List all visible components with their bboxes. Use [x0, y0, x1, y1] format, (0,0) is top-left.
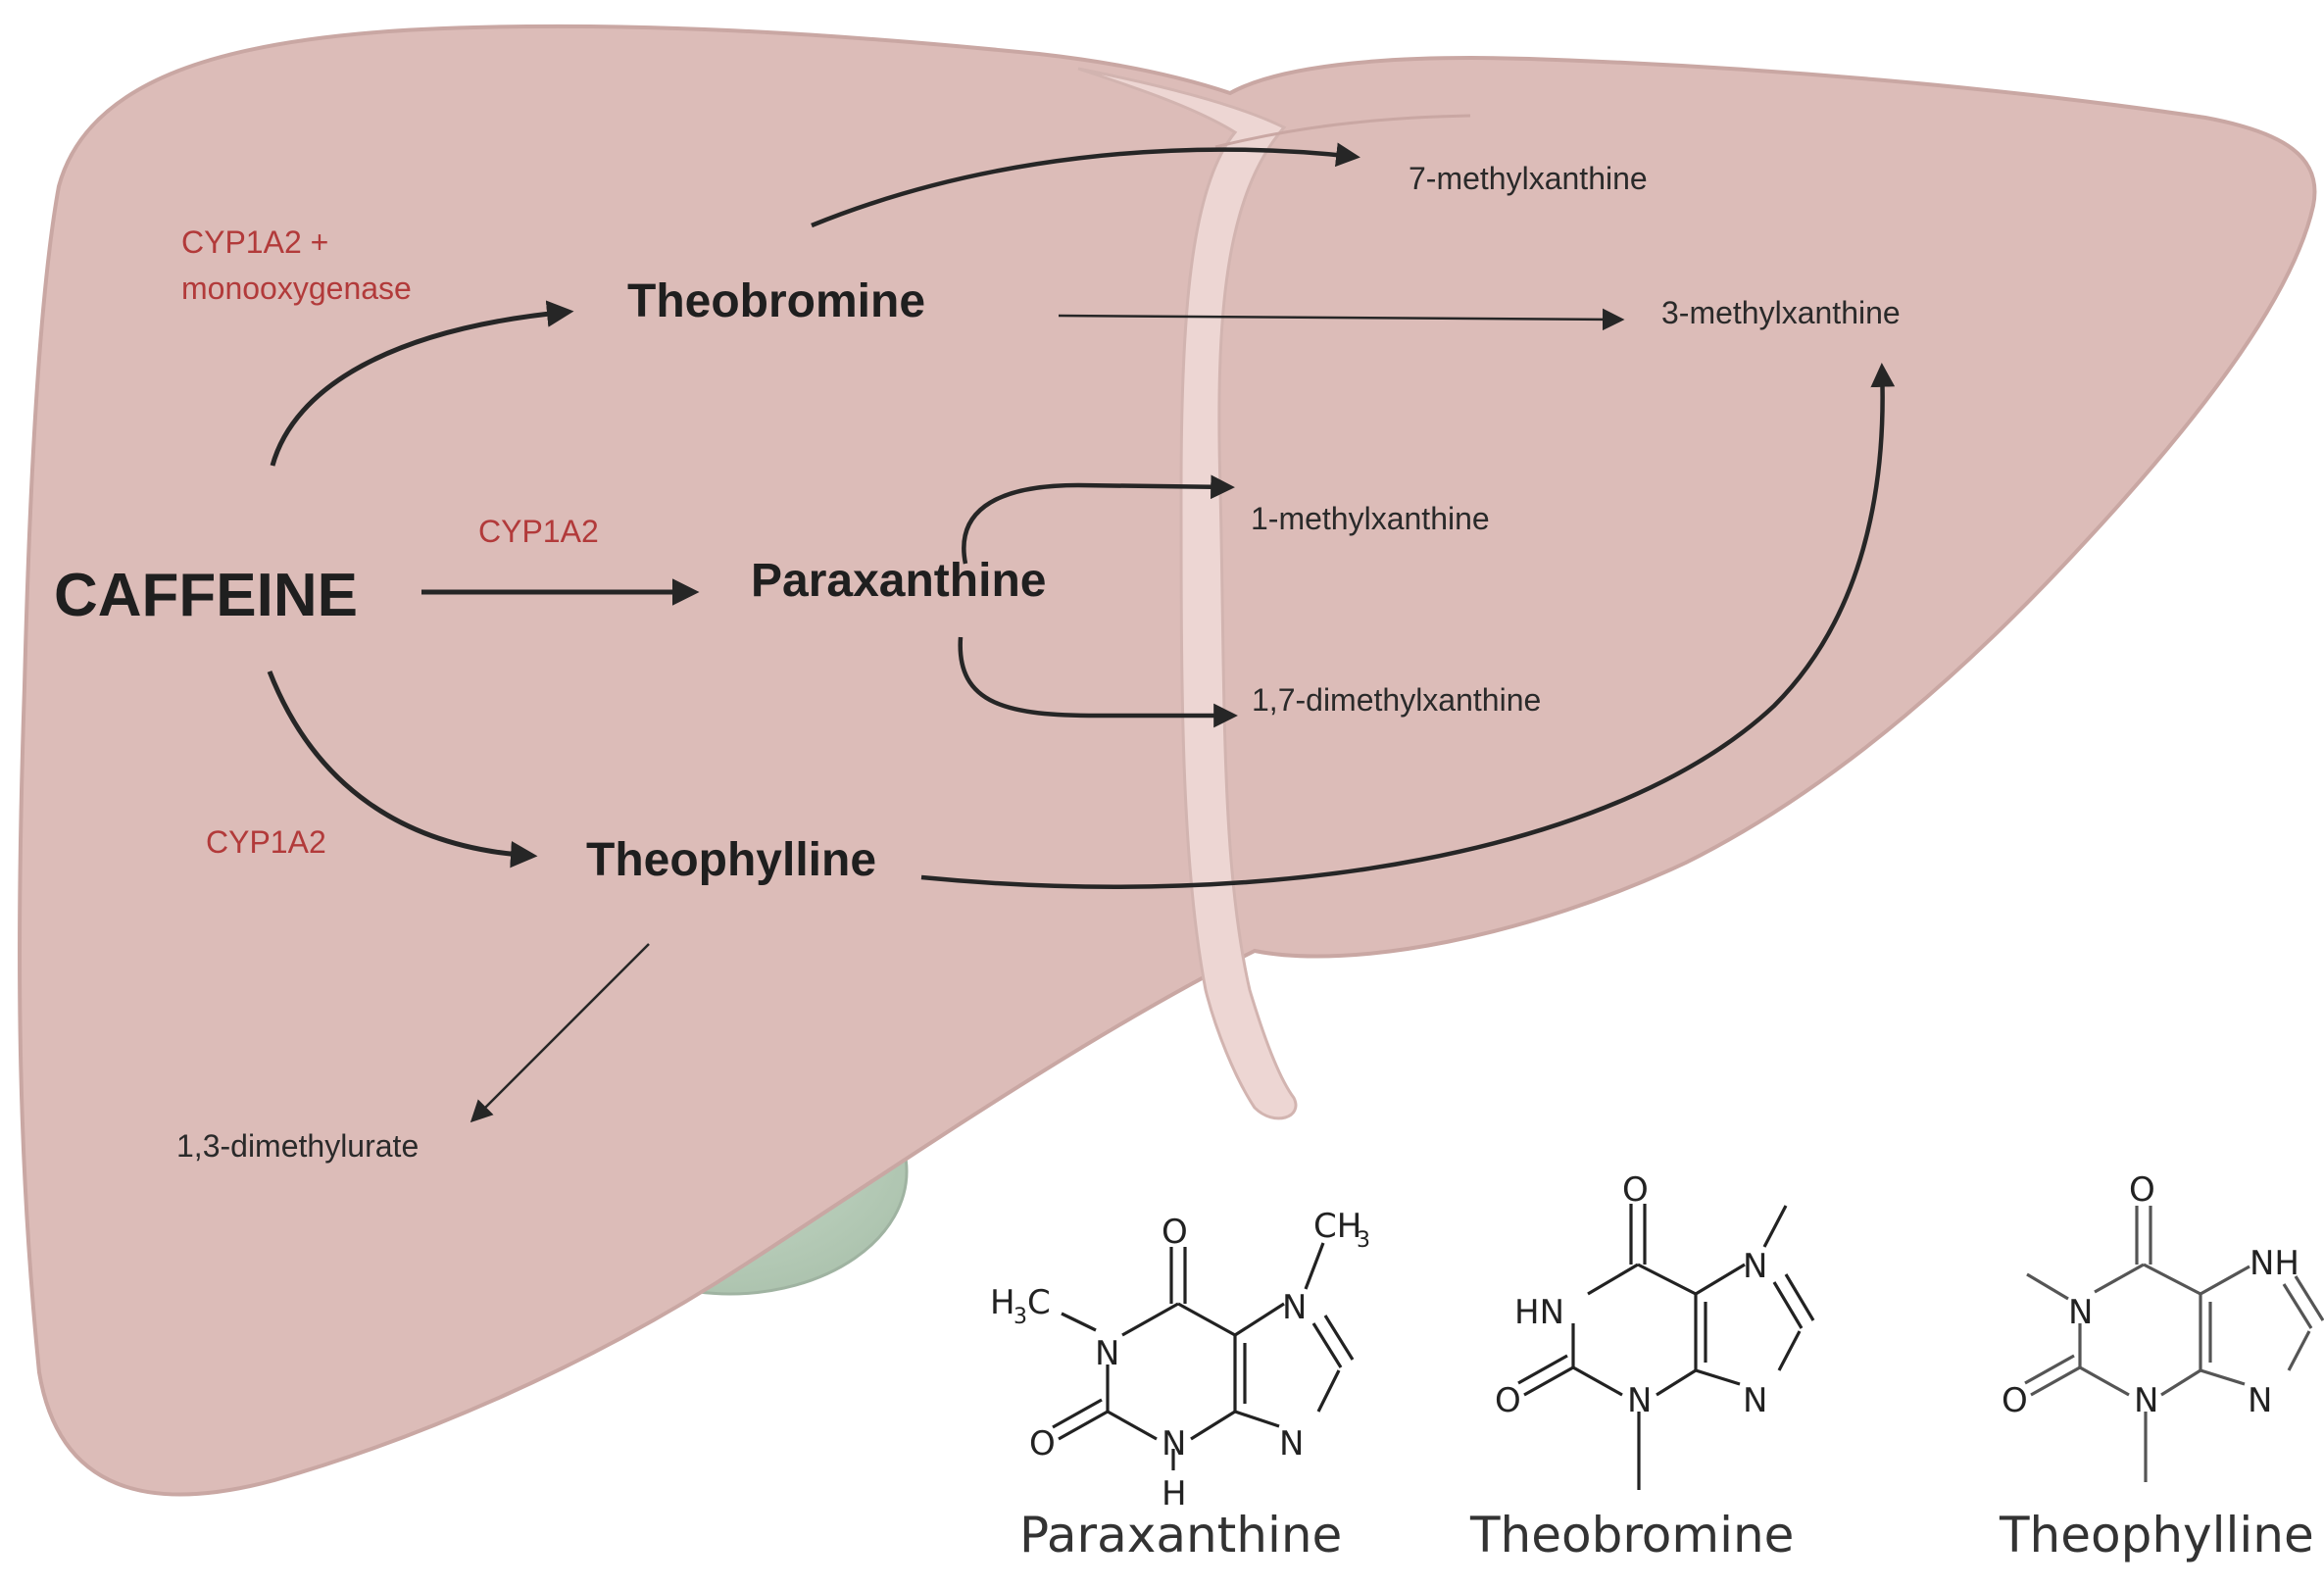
paraxanthine-atom-n9: N: [1279, 1424, 1304, 1464]
theobromine-caption: Theobromine: [1469, 1507, 1794, 1563]
theobromine-atom-n7: N: [1743, 1247, 1767, 1286]
arrow-theophylline-to-1-3-dimethylurate: [470, 943, 650, 1123]
metabolite-1-3-dimethylurate: 1,3-dimethylurate: [176, 1128, 419, 1164]
theobromine-atom-hn: HN: [1514, 1293, 1564, 1332]
theophylline-atom-n1: N: [2068, 1293, 2093, 1332]
theobromine-atom-labels: O HN N O N N: [1495, 1170, 1767, 1420]
metabolite-7-methylxanthine: 7-methylxanthine: [1409, 161, 1648, 196]
arrow-theobromine-to-3-methylxanthine: [1058, 308, 1625, 331]
theobromine-label: Theobromine: [627, 275, 925, 327]
theophylline-atom-n3: N: [2134, 1381, 2158, 1420]
paraxanthine-atom-n7: N: [1282, 1288, 1307, 1327]
enzyme-label-theobromine-2: monooxygenase: [181, 271, 412, 306]
paraxanthine-atom-h3c-h: H: [990, 1283, 1015, 1322]
caffeine-label: CAFFEINE: [54, 562, 358, 629]
theophylline-label: Theophylline: [586, 834, 876, 886]
theophylline-caption: Theophylline: [1999, 1507, 2314, 1563]
arrow-theobromine-to-7-methylxanthine: [811, 142, 1360, 228]
theophylline-atom-o-left: O: [2002, 1381, 2028, 1420]
paraxanthine-structure: [1052, 1242, 1355, 1470]
theobromine-structure: [1517, 1204, 1815, 1490]
paraxanthine-atom-o-left: O: [1029, 1424, 1056, 1464]
enzyme-label-paraxanthine: CYP1A2: [478, 514, 599, 549]
arrow-paraxanthine-to-1-methylxanthine: [962, 474, 1235, 565]
enzyme-label-theobromine-1: CYP1A2 +: [181, 224, 328, 260]
theobromine-atom-o-top: O: [1622, 1170, 1649, 1210]
theophylline-atom-n9: N: [2248, 1381, 2272, 1420]
arrow-caffeine-to-theophylline: [267, 670, 538, 868]
metabolite-1-7-dimethylxanthine: 1,7-dimethylxanthine: [1252, 682, 1541, 718]
theophylline-atom-labels: O NH N O N N: [2002, 1170, 2299, 1420]
paraxanthine-atom-n1: N: [1095, 1334, 1119, 1373]
theobromine-atom-n3: N: [1627, 1381, 1652, 1420]
theobromine-atom-n9: N: [1743, 1381, 1767, 1420]
paraxanthine-atom-o-top: O: [1162, 1213, 1188, 1252]
paraxanthine-atom-labels: O CH 3 H 3 C N N O N N H: [990, 1207, 1370, 1514]
metabolite-1-methylxanthine: 1-methylxanthine: [1251, 501, 1490, 536]
theophylline-atom-o-top: O: [2129, 1170, 2155, 1210]
theobromine-atom-o-left: O: [1495, 1381, 1521, 1420]
paraxanthine-caption: Paraxanthine: [1019, 1507, 1342, 1563]
paraxanthine-atom-h3c-c: C: [1027, 1283, 1051, 1322]
enzyme-label-theophylline: CYP1A2: [206, 824, 326, 860]
paraxanthine-atom-n3: N: [1162, 1424, 1186, 1464]
metabolite-3-methylxanthine: 3-methylxanthine: [1661, 295, 1901, 330]
liver-shape: [18, 24, 2317, 1497]
theophylline-structure: [2024, 1206, 2324, 1482]
theophylline-atom-nh: NH: [2250, 1244, 2299, 1283]
arrow-caffeine-to-theobromine: [270, 300, 574, 467]
lobe-divider: [1214, 114, 1471, 149]
paraxanthine-atom-h3c-sub: 3: [1014, 1305, 1027, 1329]
arrow-paraxanthine-to-1-7-dimethylxanthine: [958, 636, 1238, 728]
paraxanthine-atom-h: H: [1162, 1474, 1187, 1514]
paraxanthine-atom-ch3-ch: CH: [1313, 1207, 1361, 1246]
falciform-ligament: [1077, 67, 1298, 1120]
arrow-theophylline-to-3-methylxanthine: [920, 363, 1896, 889]
paraxanthine-label: Paraxanthine: [751, 555, 1046, 607]
paraxanthine-atom-ch3-sub: 3: [1357, 1228, 1370, 1253]
